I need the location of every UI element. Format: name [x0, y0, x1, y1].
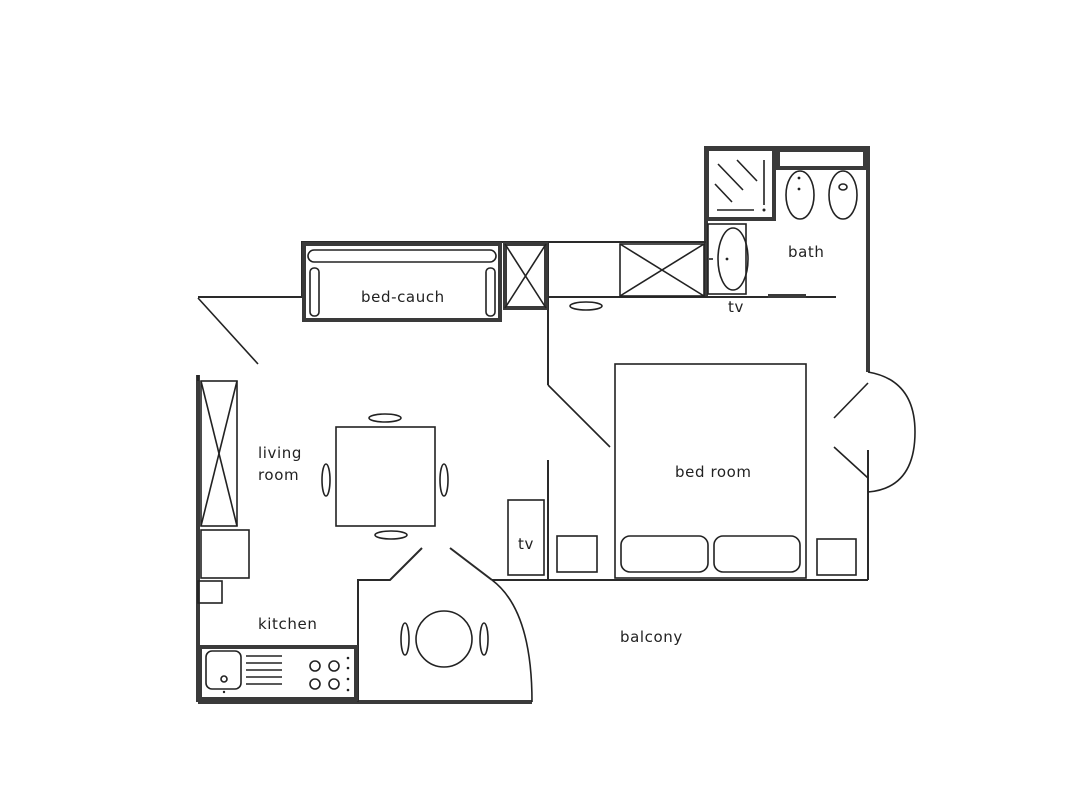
burner-4: [328, 678, 340, 690]
nightstand-right: [816, 538, 857, 576]
round-table: [415, 610, 473, 668]
shower: [705, 147, 776, 221]
fridge: [200, 529, 250, 579]
couch-arm-right: [485, 267, 496, 317]
sink-bowl: [717, 227, 749, 291]
balcony-table-set: [400, 610, 489, 668]
burner-1: [309, 660, 321, 672]
bay-window-arc: [867, 371, 916, 493]
kitchen-fixtures: kitchen: [198, 615, 358, 701]
living-wardrobe: [200, 380, 238, 527]
balcony-label: balcony: [620, 628, 683, 646]
couch-arm-left: [309, 267, 320, 317]
couch-back-cushion: [307, 249, 497, 263]
living-room-label-line2: room: [258, 466, 299, 484]
chair-left: [321, 463, 331, 497]
tv-stand: [507, 499, 545, 576]
kitchen-counter: [198, 645, 358, 701]
pillow-left: [620, 535, 709, 573]
window-left-sash-top: [833, 382, 869, 419]
balcony-chair-right: [479, 622, 489, 656]
top-storage: bed-cauch: [302, 242, 705, 322]
entrance-door: [197, 297, 259, 365]
living-room-furniture: living room: [197, 375, 449, 604]
bedroom-label: bed room: [675, 463, 752, 481]
tv-label-bath: tv: [728, 298, 744, 316]
balcony-door-arc: [491, 579, 533, 703]
chair-right: [439, 463, 449, 497]
burner-3: [309, 678, 321, 690]
closet-small: [503, 242, 548, 310]
living-room-label-line1: living: [258, 444, 302, 462]
chair-bottom: [374, 530, 408, 540]
burner-2: [328, 660, 340, 672]
toilet: [785, 170, 815, 220]
dining-table: [335, 426, 436, 527]
kitchen-sink: [205, 650, 242, 690]
bedroom-door: [547, 384, 611, 448]
bidet: [828, 170, 858, 220]
bathtub: [707, 223, 747, 295]
bed-couch-label: bed-cauch: [361, 288, 445, 306]
wardrobe: [619, 243, 705, 297]
nightstand-left: [556, 535, 598, 573]
bedroom-furniture: tv bed room: [507, 363, 857, 579]
double-bed: [614, 363, 807, 579]
kitchen-label: kitchen: [258, 615, 317, 633]
pillow-right: [713, 535, 801, 573]
bath-label: bath: [788, 243, 825, 261]
bath-counter: [776, 148, 867, 170]
doors: [197, 297, 916, 703]
small-cabinet: [197, 580, 223, 604]
bathroom-fixtures: bath tv: [705, 147, 867, 316]
ceiling-lamp: [569, 301, 603, 311]
chair-top: [368, 413, 402, 423]
interior-walls: [357, 294, 836, 702]
bed-couch: [302, 242, 502, 322]
balcony-chair-left: [400, 622, 410, 656]
tv-label-bedroom: tv: [518, 535, 534, 553]
window-left-sash-bottom: [833, 446, 869, 479]
